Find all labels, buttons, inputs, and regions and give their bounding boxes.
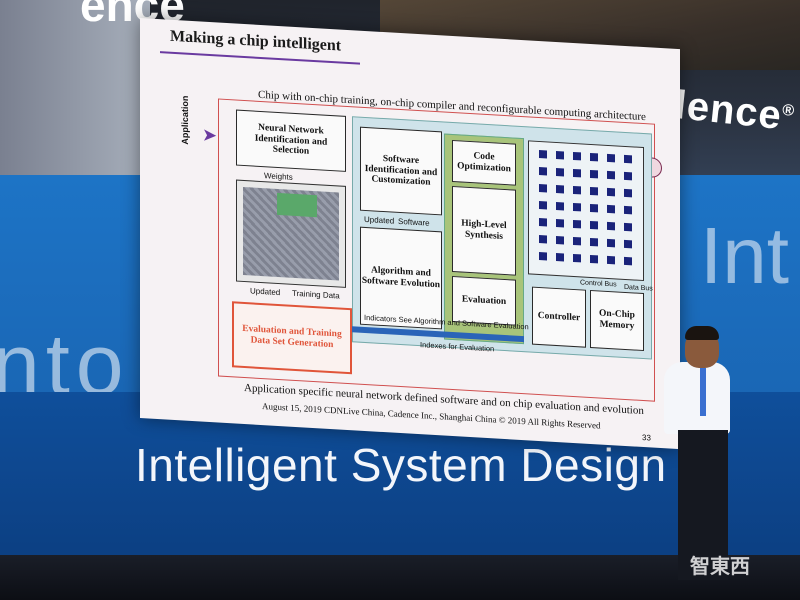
compute-array-panel: [528, 140, 644, 282]
compute-cell: [624, 188, 632, 198]
projected-slide: Making a chip intelligent Chip with on-c…: [140, 18, 680, 450]
compute-cell: [624, 154, 632, 164]
application-label: Application: [180, 95, 190, 145]
page-number: 33: [642, 432, 651, 443]
compute-cell: [573, 236, 581, 246]
compute-cell: [573, 202, 581, 212]
software-label: Software: [398, 216, 430, 228]
watermark-logo: 智東西: [690, 556, 750, 578]
slide-title: Making a chip intelligent: [170, 27, 342, 55]
compute-cell: [607, 204, 615, 214]
compute-cell: [573, 151, 581, 161]
evaluation-generation-box: Evaluation and Training Data Set Generat…: [232, 301, 352, 375]
compute-cell: [573, 168, 581, 178]
compute-cell: [556, 167, 564, 177]
compute-cell: [624, 205, 632, 215]
speaker-hair: [685, 326, 719, 340]
high-level-synthesis-box: High-Level Synthesis: [452, 185, 516, 276]
dataset-illustration: [236, 179, 346, 288]
backdrop-text-right: Int: [700, 211, 789, 300]
left-wall: [0, 0, 150, 200]
controller-box: Controller: [532, 286, 586, 348]
speaker-shirt: [664, 362, 730, 434]
compute-cell: [607, 238, 615, 248]
compute-cell: [624, 239, 632, 249]
compute-cell: [590, 237, 598, 247]
registered-mark: ®: [781, 101, 796, 121]
indicators-text: Indicators: [364, 312, 397, 324]
compute-cell: [539, 150, 547, 159]
compute-cell: [539, 167, 547, 176]
compute-cell: [556, 252, 564, 262]
compute-cell: [607, 170, 615, 180]
stage-floor: [0, 555, 800, 600]
compute-cell: [590, 152, 598, 162]
compute-cell: [624, 256, 632, 266]
compute-cell: [590, 186, 598, 196]
software-identification-box: Software Identification and Customizatio…: [360, 126, 442, 216]
compute-cell: [590, 220, 598, 230]
compute-cell: [539, 252, 547, 261]
dataset-green-block: [277, 192, 317, 218]
compute-cell: [590, 254, 598, 264]
compute-cell: [590, 203, 598, 213]
compute-cell: [607, 221, 615, 231]
compute-cell: [624, 171, 632, 181]
compute-cell: [539, 184, 547, 193]
compute-cell: [590, 169, 598, 179]
compute-cell: [573, 219, 581, 229]
compute-cell: [539, 235, 547, 244]
compute-cell: [556, 184, 564, 194]
compute-cell: [624, 222, 632, 232]
compute-cell: [539, 201, 547, 210]
weights-label: Weights: [264, 171, 293, 182]
compute-cell: [607, 153, 615, 163]
on-chip-memory-box: On-Chip Memory: [590, 289, 644, 352]
nn-identification-box: Neural Network Identification and Select…: [236, 109, 346, 172]
compute-cell: [573, 253, 581, 263]
speaker-lanyard: [700, 368, 706, 416]
code-optimization-box: Code Optimization: [452, 139, 516, 186]
updated-label: Updated: [250, 286, 281, 298]
compute-cell: [556, 150, 564, 160]
compute-cell: [556, 235, 564, 245]
speaker-pants: [678, 430, 728, 580]
compute-cell: [607, 255, 615, 265]
compute-cell: [607, 187, 615, 197]
compute-cell: [556, 218, 564, 228]
compute-cell: [556, 201, 564, 211]
updated-software-label: Updated: [364, 214, 395, 226]
banner-title: Intelligent System Design: [135, 439, 667, 491]
compute-cell: [573, 185, 581, 195]
compute-array-grid: [539, 150, 632, 266]
compute-cell: [539, 218, 547, 227]
application-arrow-icon: ➤: [202, 124, 218, 146]
